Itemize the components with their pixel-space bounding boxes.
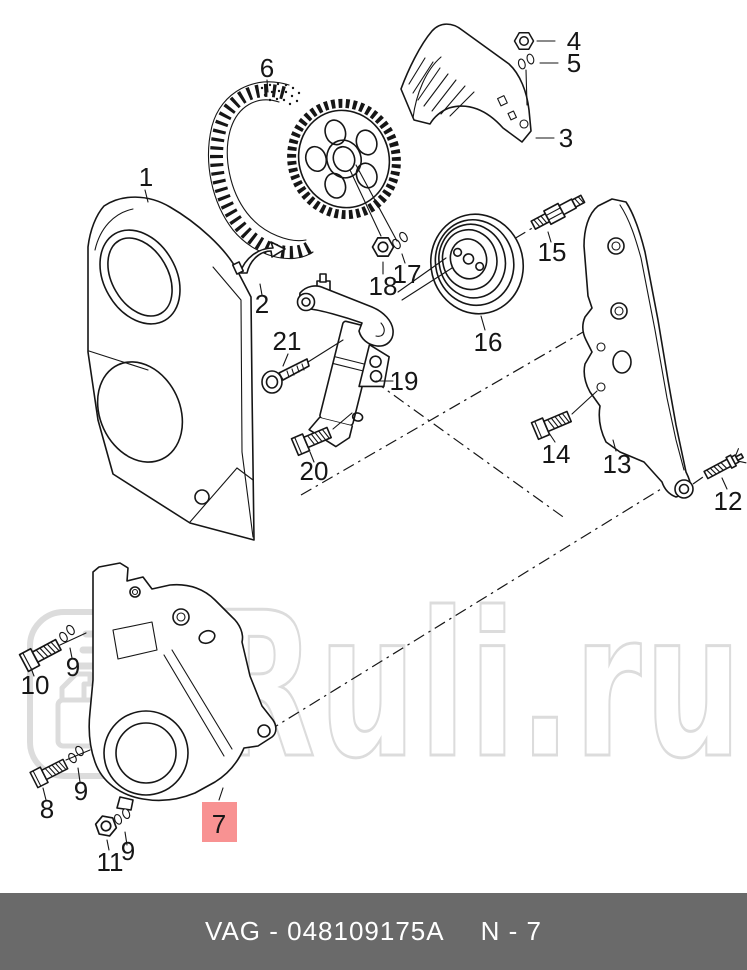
- part-label-9: 9: [66, 652, 80, 682]
- part-4-nut: [513, 31, 535, 51]
- part-label-9: 9: [121, 836, 135, 866]
- footer-bar: VAG - 048109175A N - 7: [0, 893, 747, 970]
- part-label-13: 13: [603, 449, 632, 479]
- part-label-6: 6: [260, 53, 274, 83]
- part-label-14: 14: [542, 439, 571, 469]
- part-18-nut: [371, 237, 395, 257]
- footer-page-code: N - 7: [480, 916, 542, 946]
- part-10-bolt: [18, 635, 64, 673]
- camshaft-sprocket: [286, 98, 402, 220]
- part-1-upper-front-cover: [87, 196, 255, 541]
- part-15-stud: [530, 194, 586, 230]
- part-label-5: 5: [567, 48, 581, 78]
- watermark-text: Ruli.ru: [211, 570, 745, 803]
- part-12-screw: [703, 448, 747, 480]
- part-16-tensioner-pulley: [429, 213, 525, 315]
- part-label-20: 20: [300, 456, 329, 486]
- part-label-11: 11: [97, 847, 124, 877]
- part-13-rear-cover-plate: [582, 198, 694, 499]
- part-label-7: 7: [212, 809, 226, 839]
- part-label-16: 16: [474, 327, 503, 357]
- part-21-bolt: [261, 358, 310, 394]
- part-3-upper-rear-cover: [400, 23, 532, 143]
- leader-lines: [30, 40, 728, 851]
- part-label-2: 2: [255, 289, 269, 319]
- diagram-svg: Ruli.ru: [18, 23, 747, 877]
- part-label-4: 4: [567, 26, 581, 56]
- watermark: Ruli.ru: [27, 569, 745, 804]
- part-19-tensioner: [296, 273, 394, 448]
- part-label-17: 17: [393, 259, 422, 289]
- part-label-3: 3: [559, 123, 573, 153]
- part-label-15: 15: [538, 237, 567, 267]
- part-label-21: 21: [273, 326, 302, 356]
- part-label-12: 12: [714, 486, 743, 516]
- part-9-clip-top: [57, 623, 77, 644]
- footer-part-code: VAG - 048109175A: [205, 916, 445, 946]
- highlighted-part-box: [202, 802, 237, 842]
- part-3-hatching: [408, 57, 475, 117]
- part-2-clip: [231, 241, 286, 275]
- part-7-lower-front-cover: [88, 562, 277, 811]
- part-label-18: 18: [369, 271, 398, 301]
- part-14-bolt: [530, 407, 574, 441]
- part-label-8: 8: [40, 794, 54, 824]
- part-label-10: 10: [21, 670, 50, 700]
- part-label-19: 19: [390, 366, 419, 396]
- part-label-1: 1: [139, 162, 153, 192]
- part-label-9: 9: [74, 776, 88, 806]
- belt-stipple: [260, 82, 301, 106]
